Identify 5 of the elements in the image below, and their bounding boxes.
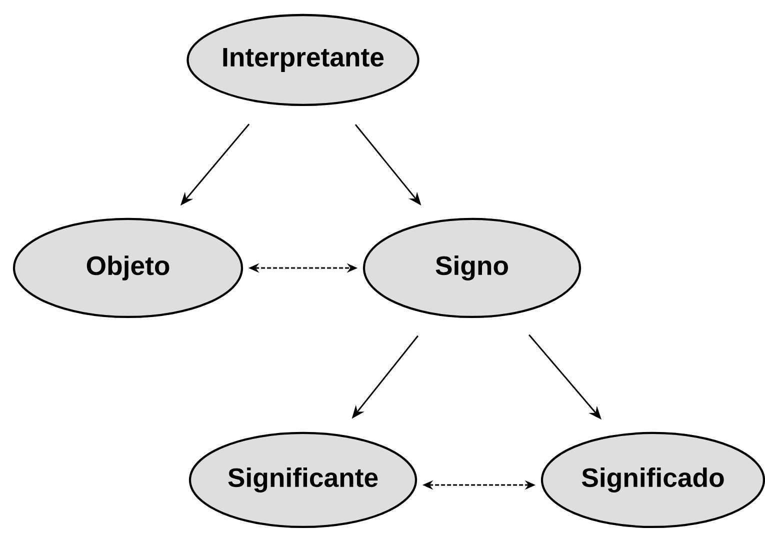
- ellipse-node: Signo: [362, 218, 582, 318]
- ellipse-node: Significante: [188, 432, 418, 528]
- ellipse-node: Significado: [540, 432, 765, 528]
- ellipse-node: Objeto: [12, 218, 244, 318]
- ellipse-node: Interpretante: [186, 14, 420, 106]
